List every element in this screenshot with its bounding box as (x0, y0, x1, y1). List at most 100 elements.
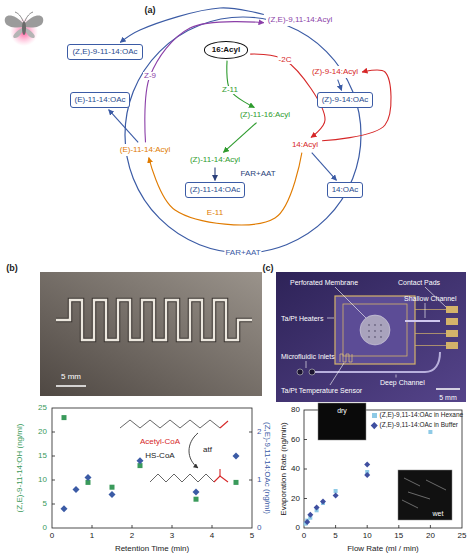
enzyme-label: atf (203, 446, 212, 454)
data-point (110, 485, 115, 490)
pathway-circle (125, 17, 361, 253)
oh-points (62, 415, 239, 502)
droplet-streak (402, 478, 446, 508)
tick-label: 0 (296, 524, 300, 532)
data-point (234, 480, 239, 485)
contact-pads (446, 306, 458, 349)
inset-label: wet (433, 510, 444, 517)
plot-frame (52, 408, 252, 528)
tick-label: 25 (38, 404, 47, 412)
tick-label: 60 (291, 436, 300, 444)
data-point (62, 415, 67, 420)
channel-edge (56, 300, 252, 340)
tick-label: 0 (257, 524, 261, 532)
intermediate: (Z)-9-14:Acyl (310, 66, 360, 77)
tick-label: 40 (291, 465, 300, 473)
acetate-group (219, 469, 220, 476)
intermediate: (E)-11-14:Acyl (118, 144, 173, 155)
pathway-arrow (227, 61, 255, 108)
axis-title: Evaporation Rate (ng/min) (280, 422, 288, 515)
product-box: 14:OAc (327, 182, 364, 197)
enzyme-label: E-11 (206, 209, 224, 217)
reagent-label: HS-CoA (145, 452, 174, 460)
data-point (61, 505, 68, 512)
product-box: (E)-11-14:OAc (70, 92, 131, 107)
legend-swatch (372, 413, 377, 418)
panel-letter: (a) (145, 6, 156, 15)
reaction-arrow (189, 433, 198, 468)
tick-label: 5 (43, 500, 47, 508)
tick-label: 0 (43, 524, 47, 532)
molecule (120, 420, 220, 428)
legend-item: (Z,E)-9,11-14:OAc in Buffer (372, 420, 463, 430)
chart-b (52, 408, 252, 528)
tick-label: 1 (90, 532, 94, 540)
pathway-arrow (109, 110, 139, 143)
part-label: Deep Channel (380, 379, 425, 386)
data-point (73, 486, 80, 493)
tick-label: 0 (302, 532, 306, 540)
scale-bar (56, 385, 86, 387)
leader-line (306, 287, 446, 385)
intermediate: (Z)-11-16:Acyl (238, 109, 292, 120)
photo-ground (276, 272, 466, 402)
enzyme-label: Z-9 (143, 72, 157, 80)
axis-title: (Z,E)-9-11-14:OH (ng/ml) (16, 424, 24, 513)
inlet (297, 369, 303, 375)
node-text: 14:OAc (332, 185, 359, 194)
node-text: (Z,E)-9-11-14:OAc (72, 47, 137, 56)
tick-label: 80 (291, 406, 300, 414)
chart-c (304, 403, 462, 528)
tick-label: 20 (426, 532, 435, 540)
tick-label: 5 (333, 532, 337, 540)
node-text: 16:Acyl (212, 45, 240, 54)
part-label: Perforated Membrane (290, 279, 358, 286)
enzyme-label: Z-11 (221, 86, 239, 94)
tick-label: 20 (291, 495, 300, 503)
node-text: 14:Acyl (292, 140, 318, 149)
hexane-points (304, 430, 433, 526)
moth-icon (5, 12, 44, 46)
data-point (194, 497, 199, 502)
legend: (Z,E)-9,11-14:OAc in Hexane(Z,E)-9,11-14… (372, 410, 463, 430)
part-label: Ta/Pt Temperature Sensor (281, 387, 362, 394)
axis-title: Flow Rate (ml / min) (347, 545, 419, 553)
serpentine-channel (56, 300, 252, 340)
tick-label: 0 (50, 532, 54, 540)
part-label: Ta/Pt Heaters (281, 315, 323, 322)
axis-title: (Z,E)-9,11-14:OAc (ng/ml) (263, 422, 271, 514)
pathway-arrow (145, 22, 264, 143)
data-point (85, 474, 92, 481)
heater (335, 296, 415, 364)
pathway-arrow (223, 123, 256, 153)
molecule (150, 474, 214, 482)
acetate-group (214, 476, 228, 482)
node-text: (E)-11-14:OAc (75, 95, 126, 104)
node-text: (Z)-11-16:Acyl (240, 110, 290, 119)
node-text: (Z,E)-9,11-14:Acyl (268, 15, 332, 24)
legend-text: (Z,E)-9,11-14:OAc in Buffer (380, 421, 459, 428)
legend-swatch (371, 422, 377, 428)
moth-body (22, 21, 26, 35)
buffer-points (304, 462, 370, 525)
moth-antenna (15, 12, 33, 21)
intermediate: 14:Acyl (290, 139, 320, 150)
tick-label: 5 (250, 532, 254, 540)
data-point (109, 491, 116, 498)
part-label: Microfluidic Inlets (281, 353, 335, 360)
intermediate: (Z)-11-14:Acyl (188, 154, 242, 165)
part-label: Contact Pads (398, 279, 440, 286)
temperature-sensor (340, 354, 352, 362)
tick-label: 10 (363, 532, 372, 540)
node-text: (Z)-11-14:OAc (190, 185, 241, 194)
inset-label: dry (337, 407, 347, 414)
chip-photo (40, 272, 262, 396)
hydroxyl-group (220, 421, 228, 428)
product-box: (Z,E)-9-11-14:OAc (67, 44, 142, 59)
oac-points (61, 453, 240, 513)
tick-label: 10 (38, 476, 47, 484)
shallow-channel (405, 320, 440, 322)
pathway-arrow (120, 8, 264, 42)
intermediate: (Z,E)-9,11-14:Acyl (266, 14, 334, 25)
pathway-arrow (312, 153, 337, 181)
